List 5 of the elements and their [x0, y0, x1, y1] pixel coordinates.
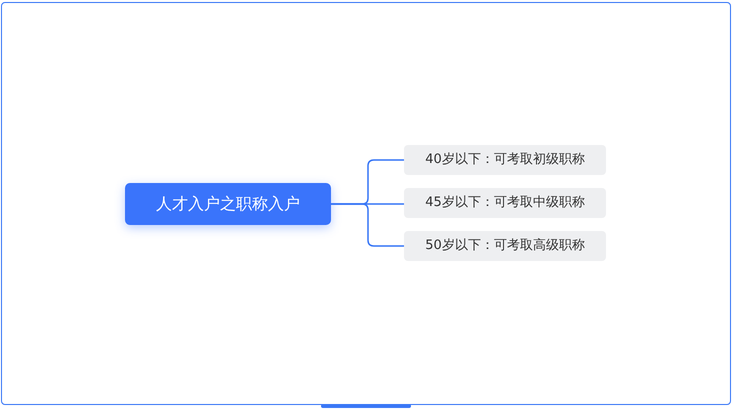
subtopic-box: 50岁以下：可考取高级职称	[404, 231, 606, 261]
connector-line	[331, 203, 404, 247]
root-topic: 人才入户之职称入户	[125, 183, 331, 225]
subtopic-box: 40岁以下：可考取初级职称	[404, 145, 606, 175]
subtopic-box: 45岁以下：可考取中级职称	[404, 188, 606, 218]
